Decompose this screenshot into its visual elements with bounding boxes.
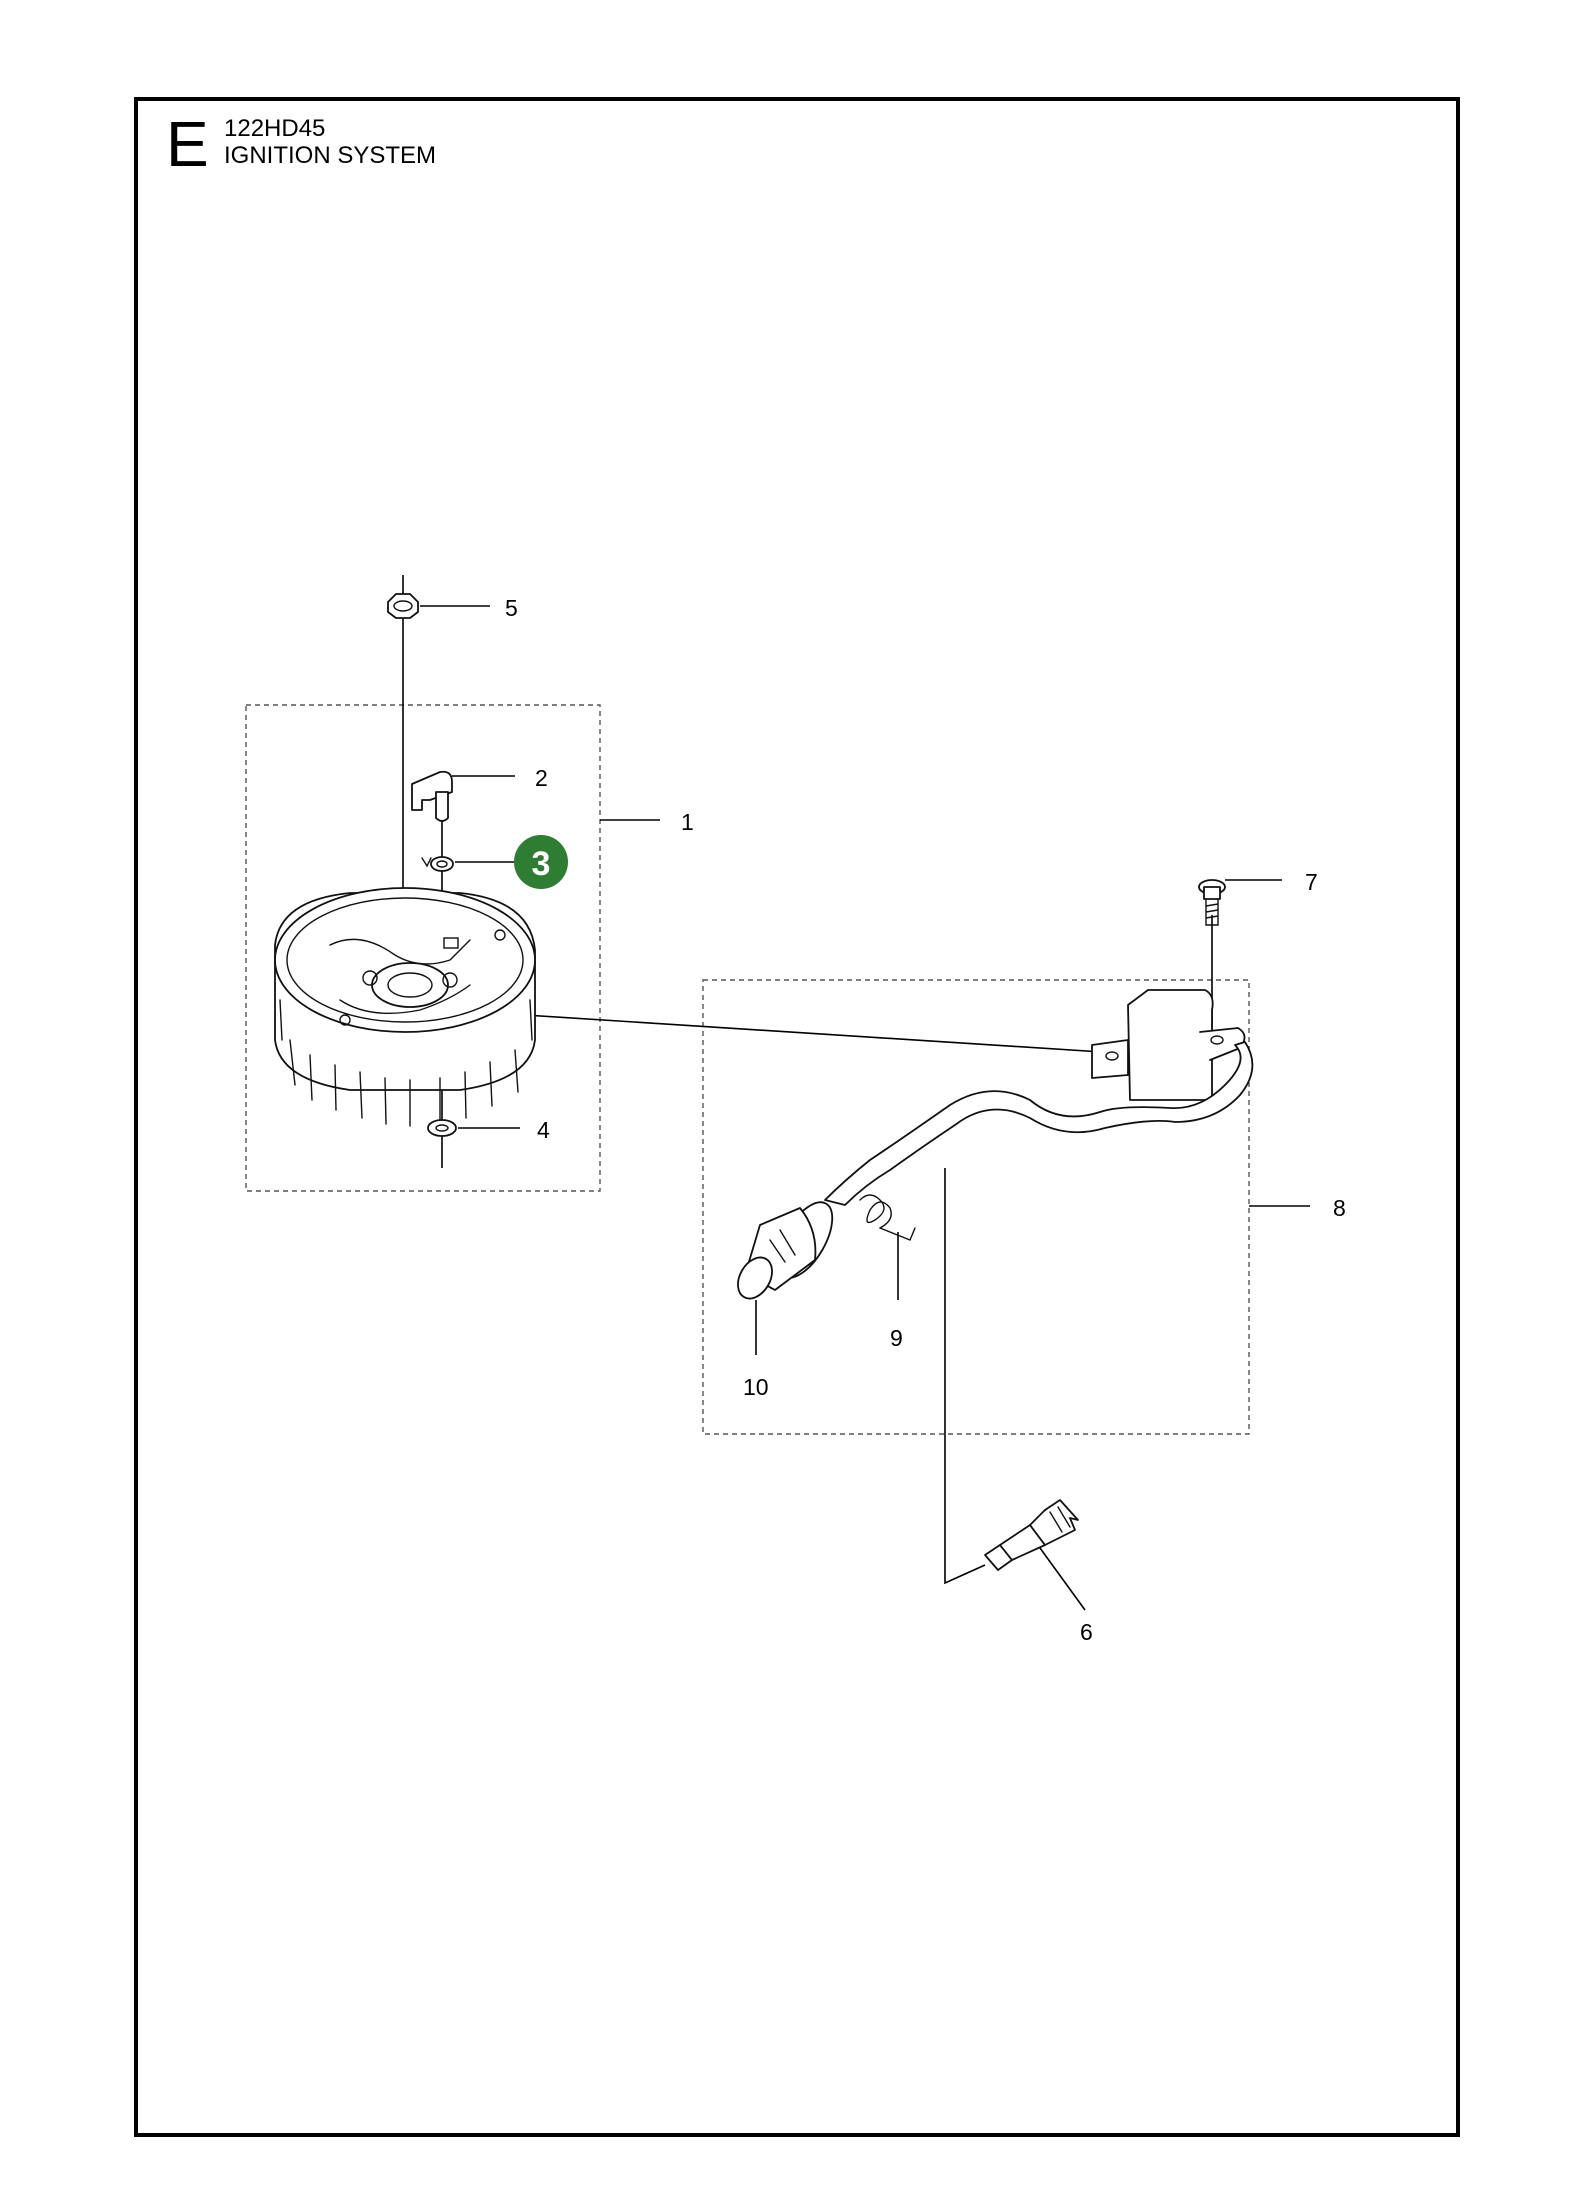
flywheel-assembly-box <box>245 704 601 1192</box>
callout-5: 5 <box>505 595 518 621</box>
flywheel-module-line <box>524 1014 1103 1053</box>
callout-9: 9 <box>890 1325 903 1351</box>
nut-part <box>387 593 419 619</box>
callout-4: 4 <box>537 1117 550 1143</box>
callout-3: 3 <box>532 845 551 883</box>
callout-7: 7 <box>1305 869 1318 895</box>
page-frame <box>134 97 1460 2137</box>
section-letter: E <box>166 108 209 180</box>
spark-plug-part <box>984 1499 1086 1611</box>
spring-part <box>859 1194 916 1300</box>
page-title: IGNITION SYSTEM <box>224 142 437 169</box>
key-part <box>411 770 453 822</box>
model-number: 122HD45 <box>224 115 326 142</box>
ignition-module-assembly-box <box>702 979 1250 1435</box>
washer-part <box>421 856 454 872</box>
ignition-module-part <box>824 989 1254 1206</box>
callout-3-highlight: 3 <box>514 835 568 889</box>
callout-6: 6 <box>1080 1619 1093 1645</box>
lower-washer-part <box>427 1119 457 1137</box>
callout-10: 10 <box>743 1374 769 1400</box>
callout-2: 2 <box>535 765 548 791</box>
flywheel-part <box>274 887 536 1127</box>
callout-8: 8 <box>1333 1195 1346 1221</box>
screw-part <box>1198 879 1226 926</box>
callout-1: 1 <box>681 809 694 835</box>
plug-reference-line <box>944 1168 986 1585</box>
plug-boot-part <box>737 1201 834 1355</box>
